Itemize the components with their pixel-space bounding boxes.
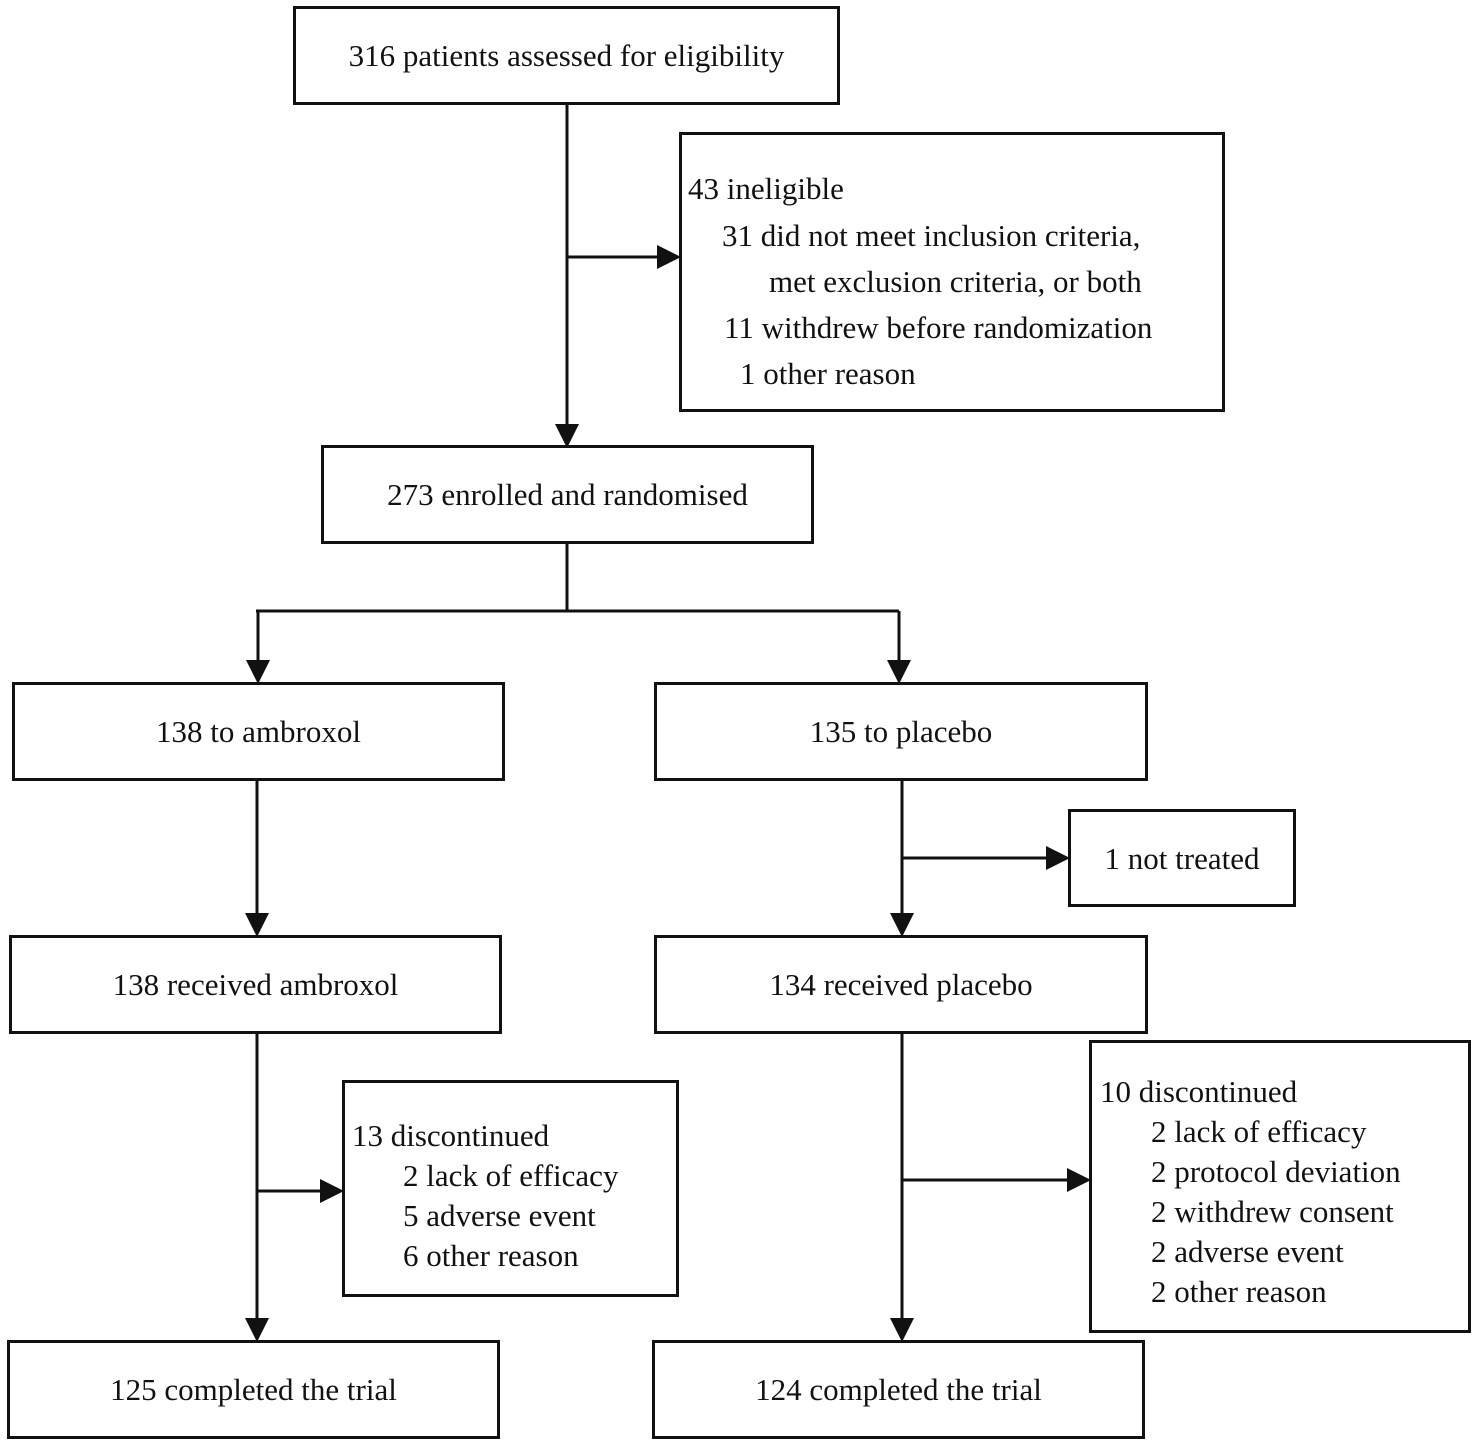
ambroxol-discontinued-title: 13 discontinued — [352, 1118, 550, 1153]
enrolled-box: 273 enrolled and randomised — [321, 445, 814, 544]
ineligible-reason-criteria-cont: met exclusion criteria, or both — [769, 264, 1142, 299]
placebo-discontinued-box: 10 discontinued 2 lack of efficacy 2 pro… — [1089, 1040, 1471, 1333]
placebo-received-text: 134 received placebo — [769, 967, 1033, 1002]
placebo-reason-protocol: 2 protocol deviation — [1151, 1154, 1401, 1189]
placebo-reason-other: 2 other reason — [1151, 1274, 1327, 1309]
assessed-box: 316 patients assessed for eligibility — [293, 6, 840, 105]
ambroxol-received-box: 138 received ambroxol — [9, 935, 502, 1034]
enrolled-text: 273 enrolled and randomised — [387, 477, 748, 512]
placebo-reason-consent: 2 withdrew consent — [1151, 1194, 1394, 1229]
placebo-allocated-text: 135 to placebo — [809, 714, 993, 749]
placebo-reason-adverse: 2 adverse event — [1151, 1234, 1344, 1269]
assessed-text: 316 patients assessed for eligibility — [348, 38, 785, 73]
placebo-discontinued-title: 10 discontinued — [1100, 1074, 1298, 1109]
ineligible-reason-criteria: 31 did not meet inclusion criteria, — [722, 218, 1141, 253]
placebo-received-box: 134 received placebo — [654, 935, 1148, 1034]
ambroxol-completed-box: 125 completed the trial — [7, 1340, 500, 1439]
placebo-reason-efficacy: 2 lack of efficacy — [1151, 1114, 1367, 1149]
ambroxol-reason-adverse: 5 adverse event — [403, 1198, 596, 1233]
ambroxol-completed-text: 125 completed the trial — [110, 1372, 397, 1407]
ambroxol-reason-efficacy: 2 lack of efficacy — [403, 1158, 619, 1193]
ambroxol-reason-other: 6 other reason — [403, 1238, 579, 1273]
ineligible-title: 43 ineligible — [688, 171, 844, 206]
ineligible-reason-withdrew: 11 withdrew before randomization — [724, 310, 1153, 345]
ineligible-box: 43 ineligible 31 did not meet inclusion … — [679, 132, 1225, 412]
placebo-not-treated-box: 1 not treated — [1068, 809, 1296, 907]
ambroxol-allocated-box: 138 to ambroxol — [12, 682, 505, 781]
placebo-allocated-box: 135 to placebo — [654, 682, 1148, 781]
placebo-not-treated-text: 1 not treated — [1104, 840, 1260, 876]
placebo-completed-box: 124 completed the trial — [652, 1340, 1145, 1439]
ineligible-reason-other: 1 other reason — [740, 356, 916, 391]
ambroxol-received-text: 138 received ambroxol — [112, 967, 399, 1002]
placebo-completed-text: 124 completed the trial — [755, 1372, 1042, 1407]
ambroxol-allocated-text: 138 to ambroxol — [156, 714, 361, 749]
ambroxol-discontinued-box: 13 discontinued 2 lack of efficacy 5 adv… — [342, 1080, 679, 1297]
